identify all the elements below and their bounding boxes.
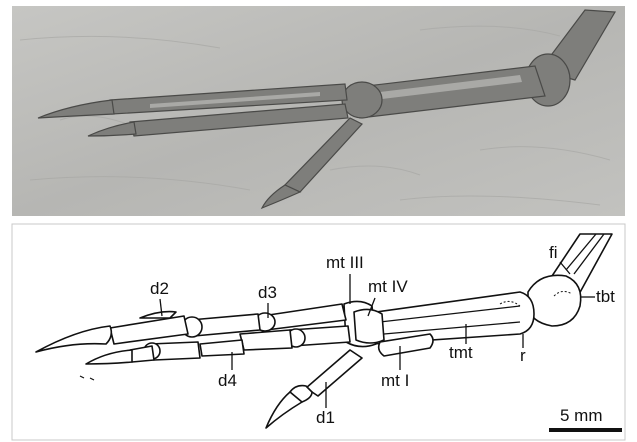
scale-bar-line (549, 428, 622, 432)
label-tbt: tbt (596, 287, 615, 306)
scale-bar-label: 5 mm (560, 406, 603, 425)
label-d4: d4 (218, 371, 237, 390)
fossil-photo-panel (12, 6, 625, 216)
line-drawing-panel: d2 d3 mt III mt IV fi tbt tmt r mt I d4 … (12, 224, 625, 440)
label-d2: d2 (150, 279, 169, 298)
label-mt-i: mt I (381, 371, 409, 390)
label-mt-iii: mt III (326, 253, 364, 272)
label-r: r (520, 346, 526, 365)
label-fi: fi (549, 243, 558, 262)
label-mt-iv: mt IV (368, 277, 408, 296)
label-d3: d3 (258, 283, 277, 302)
label-tmt: tmt (449, 343, 473, 362)
label-d1: d1 (316, 408, 335, 427)
